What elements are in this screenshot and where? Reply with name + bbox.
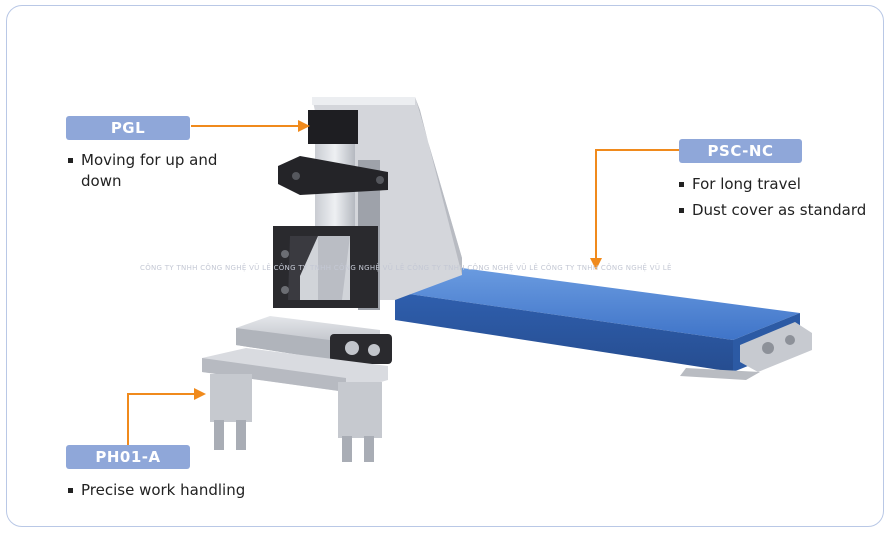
- slide-block: [236, 316, 392, 364]
- ph01-a-gripper: [202, 348, 388, 462]
- psc-nc-bullet-2: Dust cover as standard: [679, 200, 879, 221]
- ph01-a-label: PH01-A: [66, 445, 190, 469]
- pgl-bullet-1: Moving for up and down: [68, 150, 248, 192]
- psc-nc-bullets: For long travel Dust cover as standard: [679, 174, 879, 226]
- arrow-ph01: [127, 393, 196, 445]
- watermark: CÔNG TY TNHH CÔNG NGHỆ VŨ LÊ CÔNG TY TNH…: [140, 264, 672, 272]
- ph01-a-bullet-1: Precise work handling: [68, 480, 288, 501]
- arrow-heads: [194, 120, 602, 400]
- psc-nc-label: PSC-NC: [679, 139, 802, 163]
- ph01-a-bullets: Precise work handling: [68, 480, 288, 506]
- callout-arrows: [127, 125, 679, 445]
- psc-nc-rail: [395, 268, 812, 380]
- arrow-psc: [595, 149, 679, 260]
- psc-nc-bullet-1: For long travel: [679, 174, 879, 195]
- pgl-label: PGL: [66, 116, 190, 140]
- pgl-bullets: Moving for up and down: [68, 150, 248, 197]
- pgl-vertical-axis: [273, 110, 388, 310]
